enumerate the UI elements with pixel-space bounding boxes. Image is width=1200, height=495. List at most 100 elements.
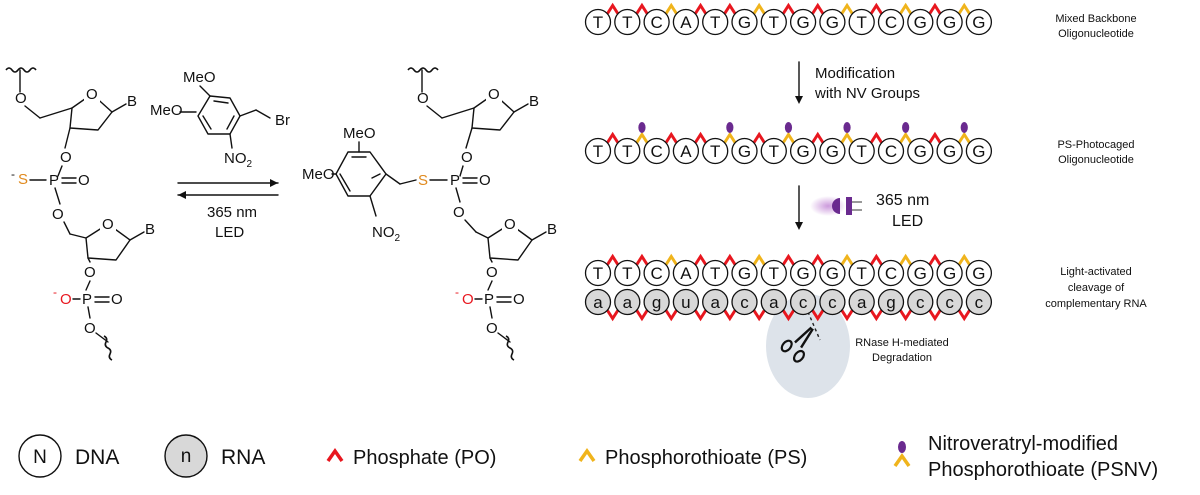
phosphorus-label: P bbox=[82, 291, 92, 308]
nucleotide-circle bbox=[584, 259, 612, 287]
psnv-linker bbox=[635, 131, 649, 144]
phosphate-linker bbox=[899, 309, 913, 322]
phosphate-linker bbox=[752, 131, 766, 144]
nucleotide-circle bbox=[877, 259, 905, 287]
nucleotide-circle bbox=[643, 137, 670, 165]
rnase-halo bbox=[766, 294, 850, 398]
psnv-linker bbox=[899, 131, 913, 144]
oxygen-label: O bbox=[461, 149, 473, 166]
nucleotide-circle bbox=[672, 288, 700, 316]
product-structure: O O B O S P O O O B O O - P O bbox=[302, 67, 557, 361]
phosphate-linker bbox=[928, 131, 942, 144]
nucleotide-circle bbox=[819, 8, 846, 36]
label-rnase: RNase H-mediated Degradation bbox=[855, 337, 949, 364]
oxygen-label: O bbox=[60, 149, 72, 166]
conditions-wavelength: 365 nm bbox=[207, 204, 257, 221]
rna-symbol-circle bbox=[164, 434, 208, 478]
nucleotide-circle bbox=[877, 137, 905, 165]
phosphate-linker bbox=[928, 2, 942, 15]
ring-oxygen-label: O bbox=[504, 216, 516, 233]
label-row1: Mixed Backbone Oligonucleotide bbox=[1055, 13, 1136, 40]
phosphate-linker bbox=[840, 309, 854, 322]
legend: N DNA n RNA Phosphate (PO) Phosphorothio… bbox=[18, 433, 1158, 481]
phosphate-linker bbox=[606, 2, 620, 15]
legend-rna: n RNA bbox=[164, 434, 265, 478]
nucleotide-circle bbox=[877, 8, 905, 36]
phosphorus-label: P bbox=[49, 172, 59, 189]
step1-line1: Modification bbox=[815, 65, 895, 82]
bromine-label: Br bbox=[275, 112, 290, 129]
nucleotide-circle bbox=[731, 259, 758, 287]
base-label: B bbox=[529, 93, 539, 110]
nucleotide-letter: T bbox=[622, 142, 632, 161]
nv-group-mark bbox=[960, 122, 968, 133]
step-arrow-modification: Modification with NV Groups bbox=[795, 61, 920, 104]
phosphate-linker bbox=[694, 2, 707, 15]
phosphate-linker bbox=[811, 309, 825, 322]
phosphate-linker bbox=[635, 253, 649, 266]
dna-symbol-circle bbox=[18, 434, 62, 478]
nucleotide-letter: T bbox=[769, 13, 779, 32]
nucleotide-letter: c bbox=[828, 293, 837, 312]
label-row2: PS-Photocaged Oligonucleotide bbox=[1057, 139, 1134, 166]
nucleotide-letter: G bbox=[738, 13, 751, 32]
phosphate-linker bbox=[723, 2, 737, 15]
nucleotide-circle bbox=[789, 288, 817, 316]
nucleotide-circle bbox=[789, 8, 817, 36]
psnv-label-line2: Phosphorothioate (PSNV) bbox=[928, 459, 1158, 481]
nucleotide-letter: G bbox=[914, 13, 927, 32]
label-row3-line3: complementary RNA bbox=[1045, 298, 1147, 310]
nucleotide-letter: T bbox=[857, 264, 867, 283]
phosphate-linker bbox=[782, 309, 795, 322]
nucleotide-letter: T bbox=[857, 13, 867, 32]
nucleotide-letter: c bbox=[975, 293, 984, 312]
label-row1-line2: Oligonucleotide bbox=[1058, 28, 1134, 40]
nucleotide-circle bbox=[760, 137, 787, 165]
nucleotide-letter: G bbox=[943, 264, 956, 283]
nucleotide-letter: T bbox=[710, 13, 720, 32]
nucleotide-circle bbox=[643, 288, 670, 316]
psnv-linker bbox=[840, 131, 854, 144]
methoxy-label: MeO bbox=[343, 125, 376, 142]
cleavage-line bbox=[807, 311, 821, 341]
oxygen-label: O bbox=[84, 264, 96, 281]
base-label: B bbox=[547, 221, 557, 238]
psnv-label-line1: Nitroveratryl-modified bbox=[928, 433, 1118, 455]
rna-label: RNA bbox=[221, 446, 265, 469]
oxygen-label: O bbox=[84, 320, 96, 337]
nucleotide-circle bbox=[672, 137, 700, 165]
nucleotide-letter: G bbox=[972, 13, 985, 32]
conditions-led: LED bbox=[215, 224, 244, 241]
phosphate-linker bbox=[606, 309, 620, 322]
nucleotide-circle bbox=[907, 137, 934, 165]
nucleotide-circle bbox=[907, 288, 934, 316]
nucleotide-circle bbox=[936, 137, 963, 165]
phosphorothioate-linker bbox=[899, 253, 913, 266]
nucleotide-letter: a bbox=[623, 293, 633, 312]
scissors-halo bbox=[766, 294, 850, 398]
nv-group-mark bbox=[902, 122, 910, 133]
ring-oxygen-label: O bbox=[102, 216, 114, 233]
methoxy-label: MeO bbox=[150, 102, 183, 119]
nucleotide-letter: G bbox=[826, 142, 839, 161]
nucleotide-circle bbox=[702, 288, 729, 316]
label-row3-line1: Light-activated bbox=[1060, 266, 1132, 278]
nucleotide-letter: A bbox=[680, 264, 692, 283]
nucleotide-circle bbox=[760, 8, 787, 36]
nucleotide-letter: T bbox=[593, 142, 603, 161]
nucleotide-letter: G bbox=[826, 13, 839, 32]
nucleotide-letter: G bbox=[972, 142, 985, 161]
nucleotide-circle bbox=[819, 259, 846, 287]
phosphorothioate-linker bbox=[840, 2, 854, 15]
phosphate-linker bbox=[869, 253, 883, 266]
nucleotide-letter: T bbox=[622, 13, 632, 32]
phosphorus-label: P bbox=[450, 172, 460, 189]
nucleotide-circle bbox=[848, 259, 875, 287]
oxygen-label: O bbox=[15, 90, 27, 107]
phosphate-linker bbox=[782, 2, 795, 15]
nucleotide-circle bbox=[965, 137, 993, 165]
oxygen-label: O bbox=[52, 206, 64, 223]
nucleotide-circle bbox=[584, 137, 612, 165]
